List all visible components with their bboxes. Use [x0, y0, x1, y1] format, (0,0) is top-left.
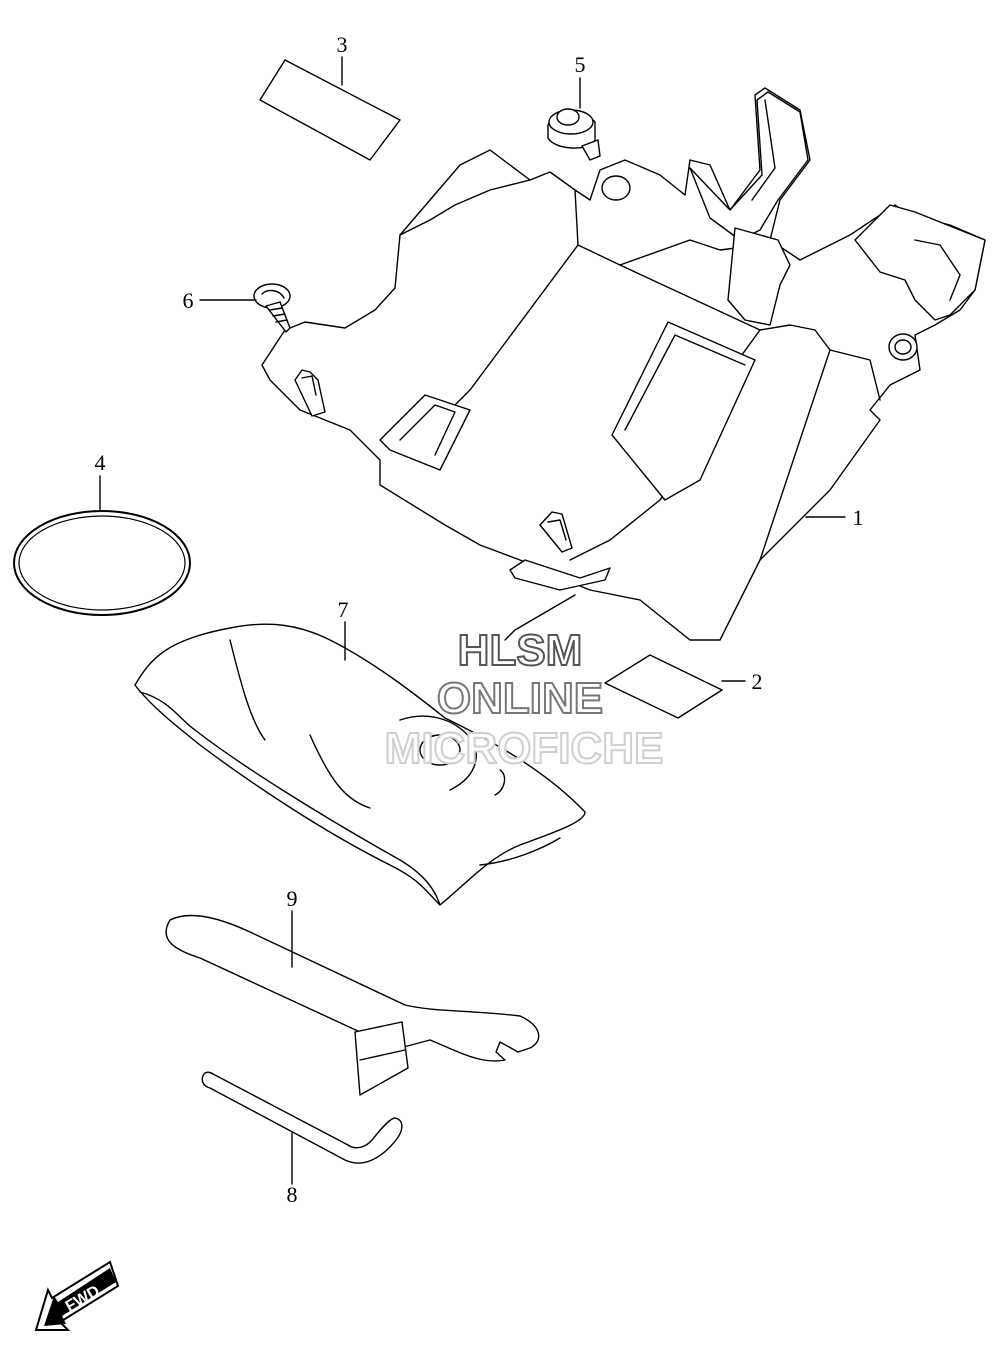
- part-1-case: [261, 87, 986, 641]
- callout-1: 1: [853, 505, 864, 530]
- part-2-label: [604, 654, 723, 719]
- part-3-label: [259, 59, 401, 161]
- callout-labels: 3 5 6 4 1 2 7 9 8: [95, 32, 864, 1207]
- fwd-arrow-icon: FWD: [34, 1260, 120, 1331]
- watermark-line2: ONLINE: [437, 674, 603, 723]
- part-5-bolt: [547, 108, 601, 161]
- callout-3: 3: [337, 32, 348, 57]
- callout-5: 5: [575, 52, 586, 77]
- callout-7: 7: [338, 597, 349, 622]
- watermark-line1: HLSM: [458, 626, 583, 675]
- callout-6: 6: [183, 288, 194, 313]
- leader-lines: [99, 56, 846, 1185]
- part-9-spanner: [165, 914, 540, 1096]
- callout-8: 8: [287, 1182, 298, 1207]
- watermark-line3: MICROFICHE: [385, 724, 664, 773]
- callout-4: 4: [95, 450, 106, 475]
- part-6-screw: [253, 283, 291, 333]
- callout-2: 2: [752, 669, 763, 694]
- callout-9: 9: [287, 886, 298, 911]
- part-8-hex-wrench: [201, 1071, 403, 1164]
- part-4-o-ring: [13, 510, 191, 616]
- watermark: HLSM ONLINE MICROFICHE: [384, 625, 665, 774]
- part-7-cover: [134, 623, 586, 906]
